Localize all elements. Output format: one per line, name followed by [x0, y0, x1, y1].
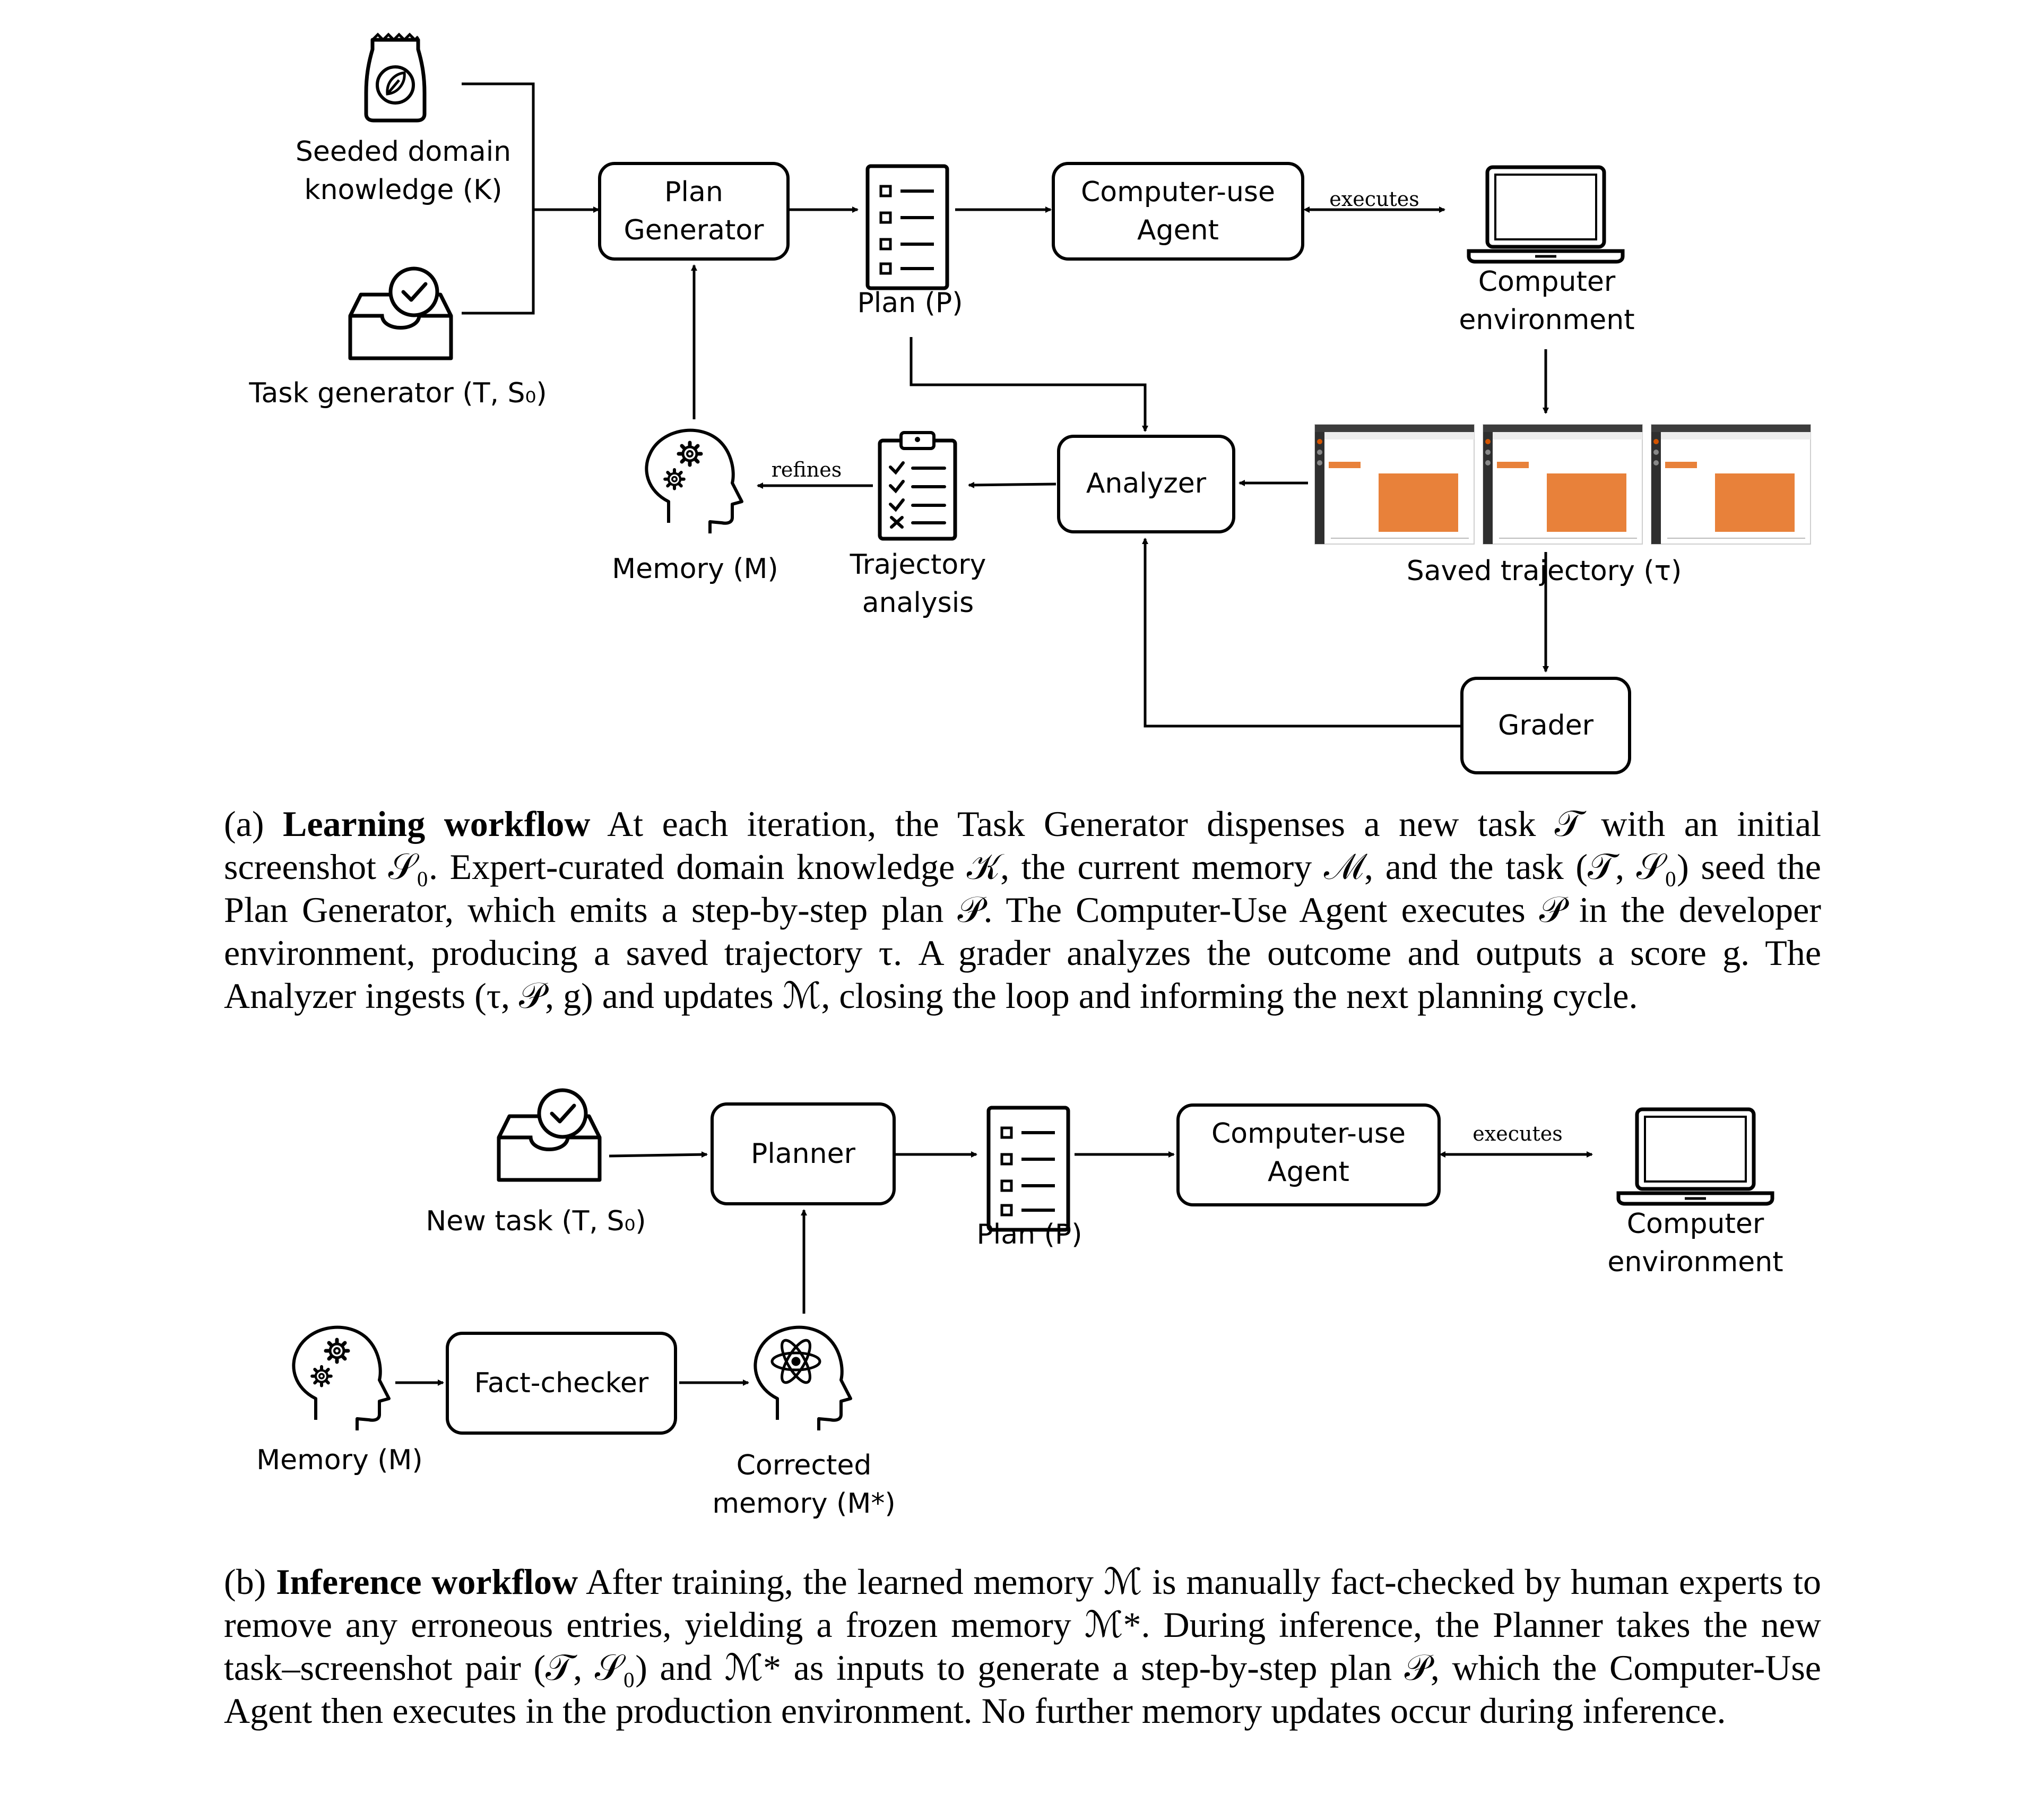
inference-agent-label: Computer-use Agent: [1211, 1118, 1406, 1188]
inference-memory-head-icon: [293, 1327, 389, 1430]
trajectory-screenshot-3: [1651, 424, 1811, 545]
corrected-memory-label: Corrected memory (M*): [712, 1450, 896, 1520]
inference-memory-label: Memory (M): [256, 1444, 423, 1476]
plan-generator-box: [598, 162, 790, 261]
memory-head-icon: [646, 430, 742, 533]
inference-computer-label: Computer environment: [1607, 1208, 1783, 1278]
learning-caption-text: At each iteration, the Task Generator di…: [224, 804, 1822, 1016]
learning-caption-title: Learning workflow: [282, 804, 591, 844]
inference-caption-title: Inference workflow: [276, 1562, 578, 1602]
fact-checker-label: Fact-checker: [474, 1367, 649, 1399]
inference-laptop-icon: [1618, 1109, 1772, 1204]
computer-label: Computer environment: [1459, 266, 1635, 336]
knowledge-label: Seeded domain knowledge (K): [295, 136, 512, 206]
grader-label: Grader: [1498, 710, 1593, 741]
refines-edge-label: refines: [771, 458, 842, 481]
task-inbox-icon: [350, 269, 451, 358]
learning-caption-label: (a): [224, 804, 264, 844]
trajectory-analysis-icon: [878, 431, 957, 541]
inference-plan-checklist-icon: [989, 1108, 1068, 1230]
trajectory-screenshot-2: [1483, 424, 1643, 545]
saved-trajectory-label: Saved trajectory (τ): [1406, 555, 1682, 587]
trajectory-screenshot-1: [1314, 424, 1475, 545]
trajectory-analysis-label: Trajectory analysis: [850, 549, 986, 619]
planner-label: Planner: [751, 1138, 855, 1170]
seed-bag-icon: [364, 32, 427, 123]
new-task-inbox-icon: [499, 1090, 600, 1180]
analyzer-label: Analyzer: [1086, 468, 1207, 499]
memory-label: Memory (M): [612, 553, 778, 585]
inference-executes-edge-label: executes: [1473, 1122, 1563, 1145]
inference-caption-text: After training, the learned memory ℳ is …: [224, 1562, 1822, 1731]
plan-label: Plan (P): [857, 287, 963, 319]
learning-caption: (a) Learning workflow At each iteration,…: [224, 803, 1821, 1017]
agent-box: [1052, 162, 1304, 261]
inference-plan-label: Plan (P): [976, 1219, 1082, 1250]
inference-caption-label: (b): [224, 1562, 266, 1602]
plan-generator-label: Plan Generator: [623, 176, 764, 246]
analyzer-box: [1057, 435, 1235, 533]
agent-label: Computer-use Agent: [1081, 176, 1275, 246]
task-generator-label: Task generator (T, S₀): [249, 377, 547, 409]
executes-edge-label: executes: [1329, 187, 1419, 211]
fact-checker-box: [446, 1332, 677, 1435]
plan-checklist-icon: [868, 166, 947, 288]
laptop-icon: [1469, 167, 1623, 262]
planner-box: [711, 1102, 896, 1205]
new-task-label: New task (T, S₀): [426, 1205, 646, 1237]
inference-caption: (b) Inference workflow After training, t…: [224, 1560, 1821, 1732]
corrected-memory-atom-icon: [755, 1327, 851, 1430]
